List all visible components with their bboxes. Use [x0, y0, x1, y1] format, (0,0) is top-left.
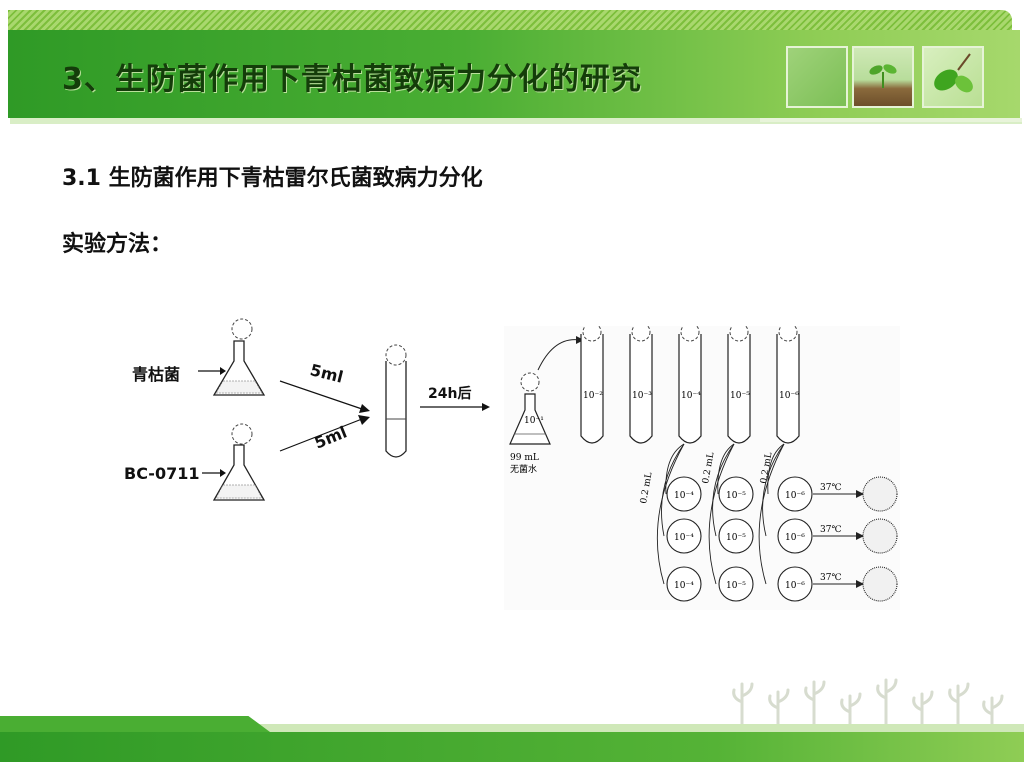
- footer-light-band: [0, 724, 1024, 732]
- dilution-flask-label: 10⁻¹: [524, 416, 544, 426]
- tube-label-2: 10⁻³: [632, 391, 652, 401]
- plate-label-r2-c2: 10⁻⁵: [726, 533, 746, 543]
- culture-tube: [385, 344, 407, 458]
- dilution-flask: [509, 372, 551, 445]
- transfer-arrows: [656, 443, 785, 585]
- footer-accent: [0, 716, 270, 732]
- footer-band: [0, 732, 1024, 762]
- temp-label-row-1: 37℃: [820, 483, 842, 493]
- header-underline-accent: [760, 118, 1022, 122]
- plate-label-r3-c2: 10⁻⁵: [726, 581, 746, 591]
- thumbnail-blank: [786, 46, 848, 108]
- tube-label-4: 10⁻⁵: [730, 391, 750, 401]
- dilution-tube-4: [727, 326, 751, 444]
- sprout-thumbnail: [852, 46, 914, 108]
- slide-title: 3、生防菌作用下青枯菌致病力分化的研究: [62, 62, 642, 97]
- plate-label-r2-c3: 10⁻⁶: [785, 533, 805, 543]
- tube-label-5: 10⁻⁶: [779, 391, 799, 401]
- strain-label: BC-0711: [124, 464, 200, 483]
- sprout-icon: [869, 64, 897, 88]
- plate-label-r1-c3: 10⁻⁶: [785, 491, 805, 501]
- leaf-thumbnail: [922, 46, 984, 108]
- dilution-tube-3: [678, 326, 702, 444]
- plate-row-3: [666, 566, 898, 602]
- transfer-volume-1: 0.2 mL: [639, 472, 654, 505]
- plate-row-1: [666, 476, 898, 512]
- water-volume-label: 99 mL: [510, 453, 539, 463]
- plate-label-r3-c3: 10⁻⁶: [785, 581, 805, 591]
- top-stripe: [8, 10, 1012, 30]
- plant-decoration: [732, 678, 1004, 732]
- dilution-tube-1: [580, 326, 604, 444]
- leaf-icon: [934, 53, 973, 93]
- incubation-label: 24h后: [428, 386, 472, 402]
- dilution-tube-5: [776, 326, 800, 444]
- plate-row-2: [666, 518, 898, 554]
- plate-label-r2-c1: 10⁻⁴: [674, 533, 694, 543]
- header-underline: [10, 118, 1022, 124]
- flask-strain: [212, 423, 266, 501]
- inoculation-schematic: [198, 318, 490, 501]
- plate-label-r1-c1: 10⁻⁴: [674, 491, 694, 501]
- transfer-volume-2: 0.2 mL: [701, 452, 716, 485]
- sterile-water-label: 无菌水: [510, 463, 537, 475]
- tube-label-1: 10⁻²: [583, 391, 603, 401]
- pathogen-label: 青枯菌: [132, 365, 181, 384]
- header-band: [8, 30, 1020, 118]
- temp-label-row-2: 37℃: [820, 525, 842, 535]
- method-label: 实验方法：: [62, 232, 173, 257]
- section-subtitle: 3.1 生防菌作用下青枯雷尔氏菌致病力分化: [62, 166, 483, 191]
- plate-label-r1-c2: 10⁻⁵: [726, 491, 746, 501]
- flask-pathogen: [212, 318, 266, 396]
- temp-label-row-3: 37℃: [820, 573, 842, 583]
- tube-label-3: 10⁻⁴: [681, 391, 701, 401]
- dilution-tube-2: [629, 326, 653, 444]
- plate-label-r3-c1: 10⁻⁴: [674, 581, 694, 591]
- serial-dilution-figure: 10⁻¹ 99 mL 无菌水 10⁻² 10⁻³ 10⁻⁴ 10⁻⁵ 10⁻⁶ …: [504, 326, 900, 610]
